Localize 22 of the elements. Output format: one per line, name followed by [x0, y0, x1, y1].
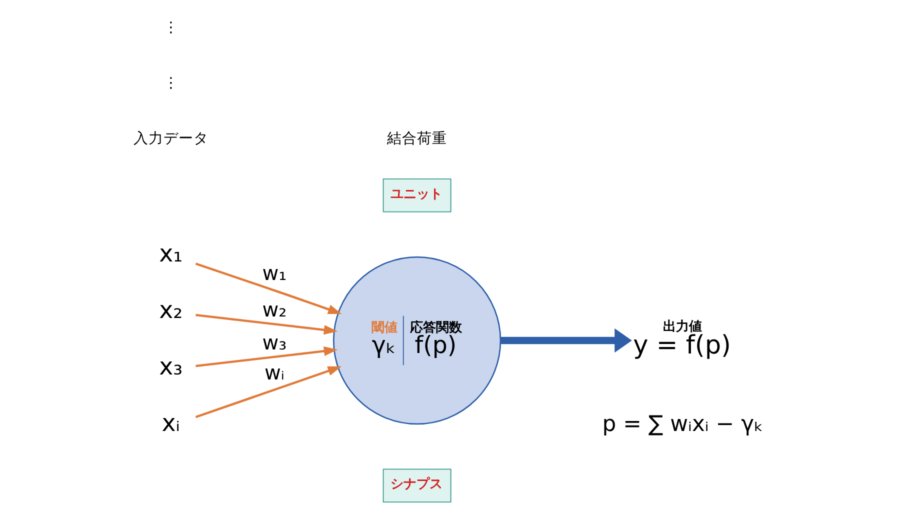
arrow [195, 262, 342, 314]
node-text: x₂ [159, 296, 183, 324]
edge-label: wᵢ [264, 360, 284, 384]
node-text: x₃ [159, 352, 183, 381]
node-text: x₁ [159, 239, 183, 268]
arrow [195, 366, 342, 418]
label: 入力データ [133, 130, 208, 148]
node-box: ユニット [382, 178, 452, 212]
node-text: xᵢ [162, 409, 180, 438]
node-circle: 閾値 γₖ 応答関数 f(p) [332, 256, 502, 425]
node-label: 出力値 [663, 320, 702, 335]
edge-label: w₃ [262, 330, 287, 354]
label: 結合荷重 [387, 130, 448, 148]
label: ⋮ [164, 18, 178, 36]
edge-label: w₂ [262, 297, 287, 322]
arrow [196, 314, 338, 335]
edge-label: w₁ [262, 260, 287, 285]
label: ⋮ [164, 74, 178, 92]
arrow [500, 328, 632, 353]
label: p = ∑ wᵢxᵢ − γₖ [602, 412, 764, 438]
arrow [196, 346, 338, 368]
node-box: シナプス [382, 468, 452, 502]
